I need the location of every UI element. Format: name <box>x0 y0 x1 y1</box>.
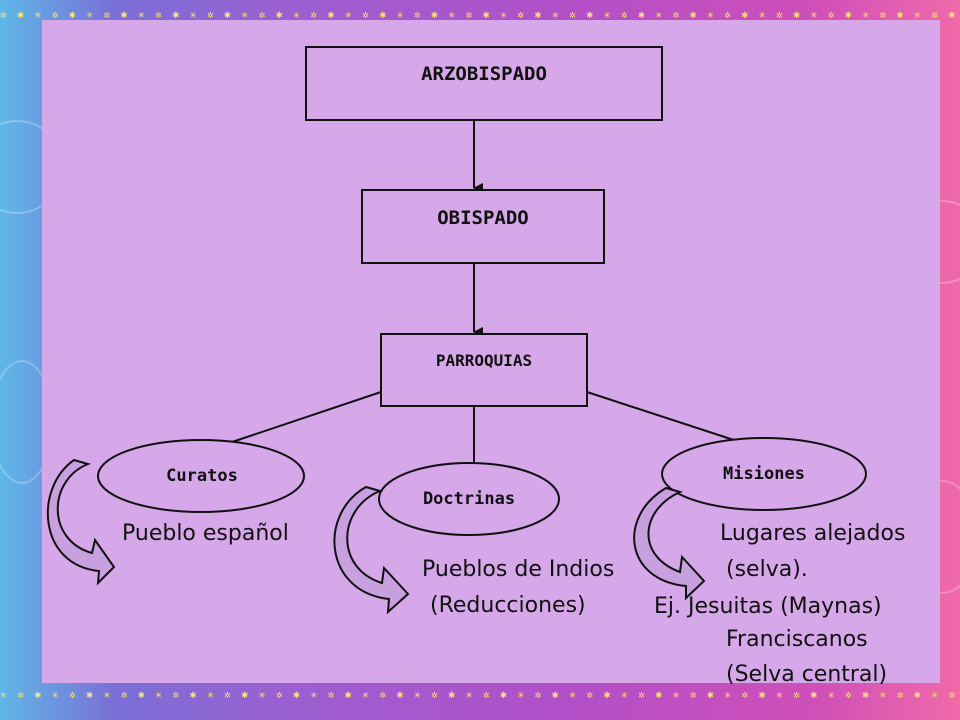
connector-parroquias-misiones <box>586 391 741 443</box>
misiones-description-line1: Lugares alejados <box>720 521 905 546</box>
curved-arrow-misiones <box>633 486 706 601</box>
doctrinas-description-line1: Pueblos de Indios <box>422 557 614 582</box>
node-arzobispado <box>305 46 663 121</box>
node-curatos <box>97 439 305 513</box>
sparkle-border-top: ✲ ✱ ✳ ✲ ✱ ✳ ✲ ✱ ✳ ✲ ✱ ✳ ✲ ✱ ✳ ✲ ✱ ✳ ✲ ✱ … <box>0 8 960 21</box>
node-doctrinas-label: Doctrinas <box>423 489 515 509</box>
node-misiones <box>661 437 867 511</box>
node-doctrinas <box>378 462 560 536</box>
node-curatos-label: Curatos <box>166 466 238 486</box>
connector-parroquias-curatos <box>231 391 382 443</box>
misiones-description-line2: (selva). <box>726 557 808 582</box>
misiones-description-line5: (Selva central) <box>726 662 887 687</box>
node-obispado <box>361 189 605 264</box>
doctrinas-description-line2: (Reducciones) <box>430 593 586 618</box>
misiones-description-line4: Franciscanos <box>726 627 868 652</box>
node-obispado-label: OBISPADO <box>437 207 529 229</box>
node-misiones-label: Misiones <box>723 464 805 484</box>
misiones-description-line3: Ej. Jesuitas (Maynas) <box>654 594 882 619</box>
node-parroquias <box>380 333 588 407</box>
curved-arrow-curatos <box>46 458 116 586</box>
node-arzobispado-label: ARZOBISPADO <box>421 63 547 85</box>
sparkle-border-bottom: ✳ ✲ ✱ ✳ ✲ ✱ ✳ ✲ ✱ ✳ ✲ ✱ ✳ ✲ ✱ ✳ ✲ ✱ ✳ ✲ … <box>0 688 960 701</box>
curatos-description: Pueblo español <box>122 521 289 546</box>
node-parroquias-label: PARROQUIAS <box>436 351 532 370</box>
curved-arrow-doctrinas <box>333 485 410 615</box>
